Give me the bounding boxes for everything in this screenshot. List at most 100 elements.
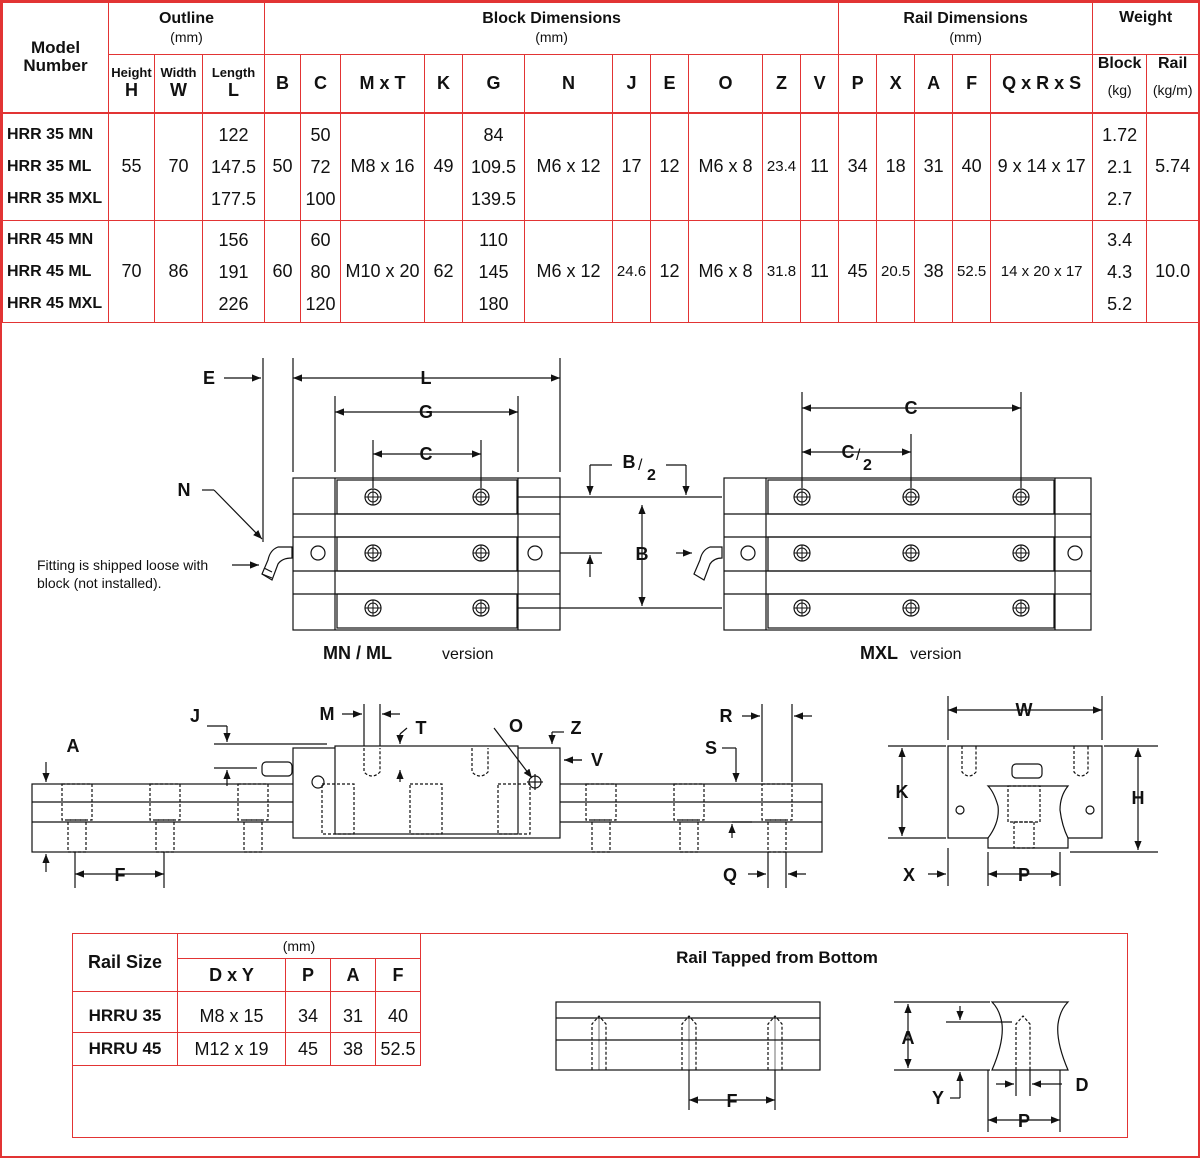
col-P: P: [285, 958, 331, 992]
weight-header: Weight: [1092, 2, 1200, 55]
label-O: O: [509, 716, 523, 736]
cell-P: 34: [285, 991, 331, 1033]
cell-block-weight: 3.4 4.3 5.2: [1092, 220, 1148, 323]
label-X: X: [903, 865, 915, 885]
label-version: version: [910, 646, 962, 663]
cell-G: 110 145 180: [462, 220, 525, 323]
cell-C: 60 80 120: [300, 220, 341, 323]
cell-rail-weight: 5.74: [1146, 111, 1200, 221]
value-G: 145: [478, 261, 509, 282]
model-name: HRR 35 MXL: [7, 189, 103, 207]
cell-Z: 31.8: [762, 220, 801, 323]
table-row: HRRU 35 M8 x 15 34 31 40: [72, 991, 422, 1033]
cell-E: 12: [650, 220, 689, 323]
cell-MxT: M8 x 16: [340, 111, 425, 221]
W-symbol: W: [170, 80, 187, 101]
label-A: A: [67, 736, 80, 756]
cell-QxRxS: 9 x 14 x 17: [990, 111, 1094, 221]
col-B: B: [264, 54, 301, 113]
value-C: 72: [310, 156, 331, 177]
top-view-mxl: [676, 392, 1092, 631]
cell-W: 70: [154, 111, 203, 221]
label-S: S: [705, 738, 717, 758]
cell-A: 31: [330, 991, 376, 1033]
cell-Z: 23.4: [762, 111, 801, 221]
col-weight-block: Block (kg): [1092, 54, 1148, 113]
value-G: 180: [478, 293, 509, 314]
label-T: T: [416, 718, 427, 738]
value-L: 147.5: [210, 156, 257, 177]
cell-P: 45: [838, 220, 878, 323]
outline-title: Outline: [158, 10, 215, 27]
label-G: G: [419, 402, 433, 422]
label-Y: Y: [932, 1088, 944, 1108]
value-L: 191: [218, 261, 249, 282]
label-B-half: B: [623, 452, 636, 472]
rail-size: HRRU 45: [72, 1032, 178, 1066]
value-G: 139.5: [470, 188, 517, 209]
cell-W: 86: [154, 220, 203, 323]
table-row: HRRU 45 M12 x 19 45 38 52.5: [72, 1032, 422, 1066]
col-E: E: [650, 54, 689, 113]
weight-block-unit: (kg): [1107, 82, 1132, 98]
cell-C: 50 72 100: [300, 111, 341, 221]
col-DxY: D x Y: [177, 958, 286, 992]
cell-A: 38: [914, 220, 954, 323]
weight-block-label: Block: [1097, 55, 1142, 72]
cell-F: 40: [374, 991, 422, 1033]
cell-J: 24.6: [612, 220, 651, 323]
label-Z: Z: [571, 718, 582, 738]
label-fraction-slash: /: [638, 457, 643, 474]
value-L: 156: [218, 229, 249, 250]
rail-tapped-title: Rail Tapped from Bottom: [676, 948, 878, 967]
rail-unit: (mm): [949, 29, 982, 45]
col-QxRxS: Q x R x S: [990, 54, 1094, 113]
label-C-half: C: [842, 442, 855, 462]
rail-tapped-drawing: [555, 1001, 1070, 1132]
label-H: H: [1132, 788, 1145, 808]
spec-table: Model Number Outline(mm) Block Dimension…: [2, 2, 1200, 323]
cell-J: 17: [612, 111, 651, 221]
top-view-mn-ml: [202, 358, 722, 631]
label-P: P: [1018, 865, 1030, 885]
label-C: C: [420, 444, 433, 464]
model-name: HRR 45 ML: [7, 262, 92, 280]
cell-V: 11: [799, 220, 840, 323]
label-J: J: [190, 706, 200, 726]
side-view: [31, 704, 823, 888]
model-name: HRR 45 MN: [7, 230, 94, 248]
cell-N: M6 x 12: [524, 111, 613, 221]
label-D: D: [1076, 1075, 1089, 1095]
value-block-kg: 2.1: [1107, 156, 1133, 177]
col-weight-rail: Rail(kg/m): [1146, 54, 1200, 113]
col-A: A: [330, 958, 376, 992]
cell-K: 49: [424, 111, 463, 221]
cell-MxT: M10 x 20: [340, 220, 425, 323]
label-W: W: [1016, 700, 1033, 720]
outline-header: Outline(mm): [108, 2, 265, 55]
table-row: HRR 45 MN HRR 45 ML HRR 45 MXL 70 86 156…: [2, 220, 1200, 323]
value-L: 122: [218, 124, 249, 145]
model-cell: HRR 35 MN HRR 35 ML HRR 35 MXL: [2, 111, 109, 221]
col-O: O: [688, 54, 763, 113]
cell-rail-weight: 10.0: [1146, 220, 1200, 323]
block-dimensions-header: Block Dimensions(mm): [263, 2, 840, 55]
label-V: V: [591, 750, 603, 770]
label-P-rail: P: [1018, 1111, 1030, 1131]
value-block-kg: 2.7: [1107, 188, 1133, 209]
cell-X: 18: [876, 111, 916, 221]
label-B-half-denominator: 2: [647, 467, 656, 484]
col-X: X: [876, 54, 916, 113]
label-R: R: [720, 706, 733, 726]
model-name: HRR 35 MN: [7, 125, 94, 143]
label-B: B: [636, 544, 649, 564]
rail-size: HRRU 35: [72, 991, 178, 1033]
value-C: 100: [305, 188, 336, 209]
cell-B: 60: [264, 220, 301, 323]
value-L: 226: [218, 293, 249, 314]
weight-title: Weight: [1119, 9, 1173, 26]
width-label: Width: [160, 65, 197, 81]
cell-A: 38: [330, 1032, 376, 1066]
